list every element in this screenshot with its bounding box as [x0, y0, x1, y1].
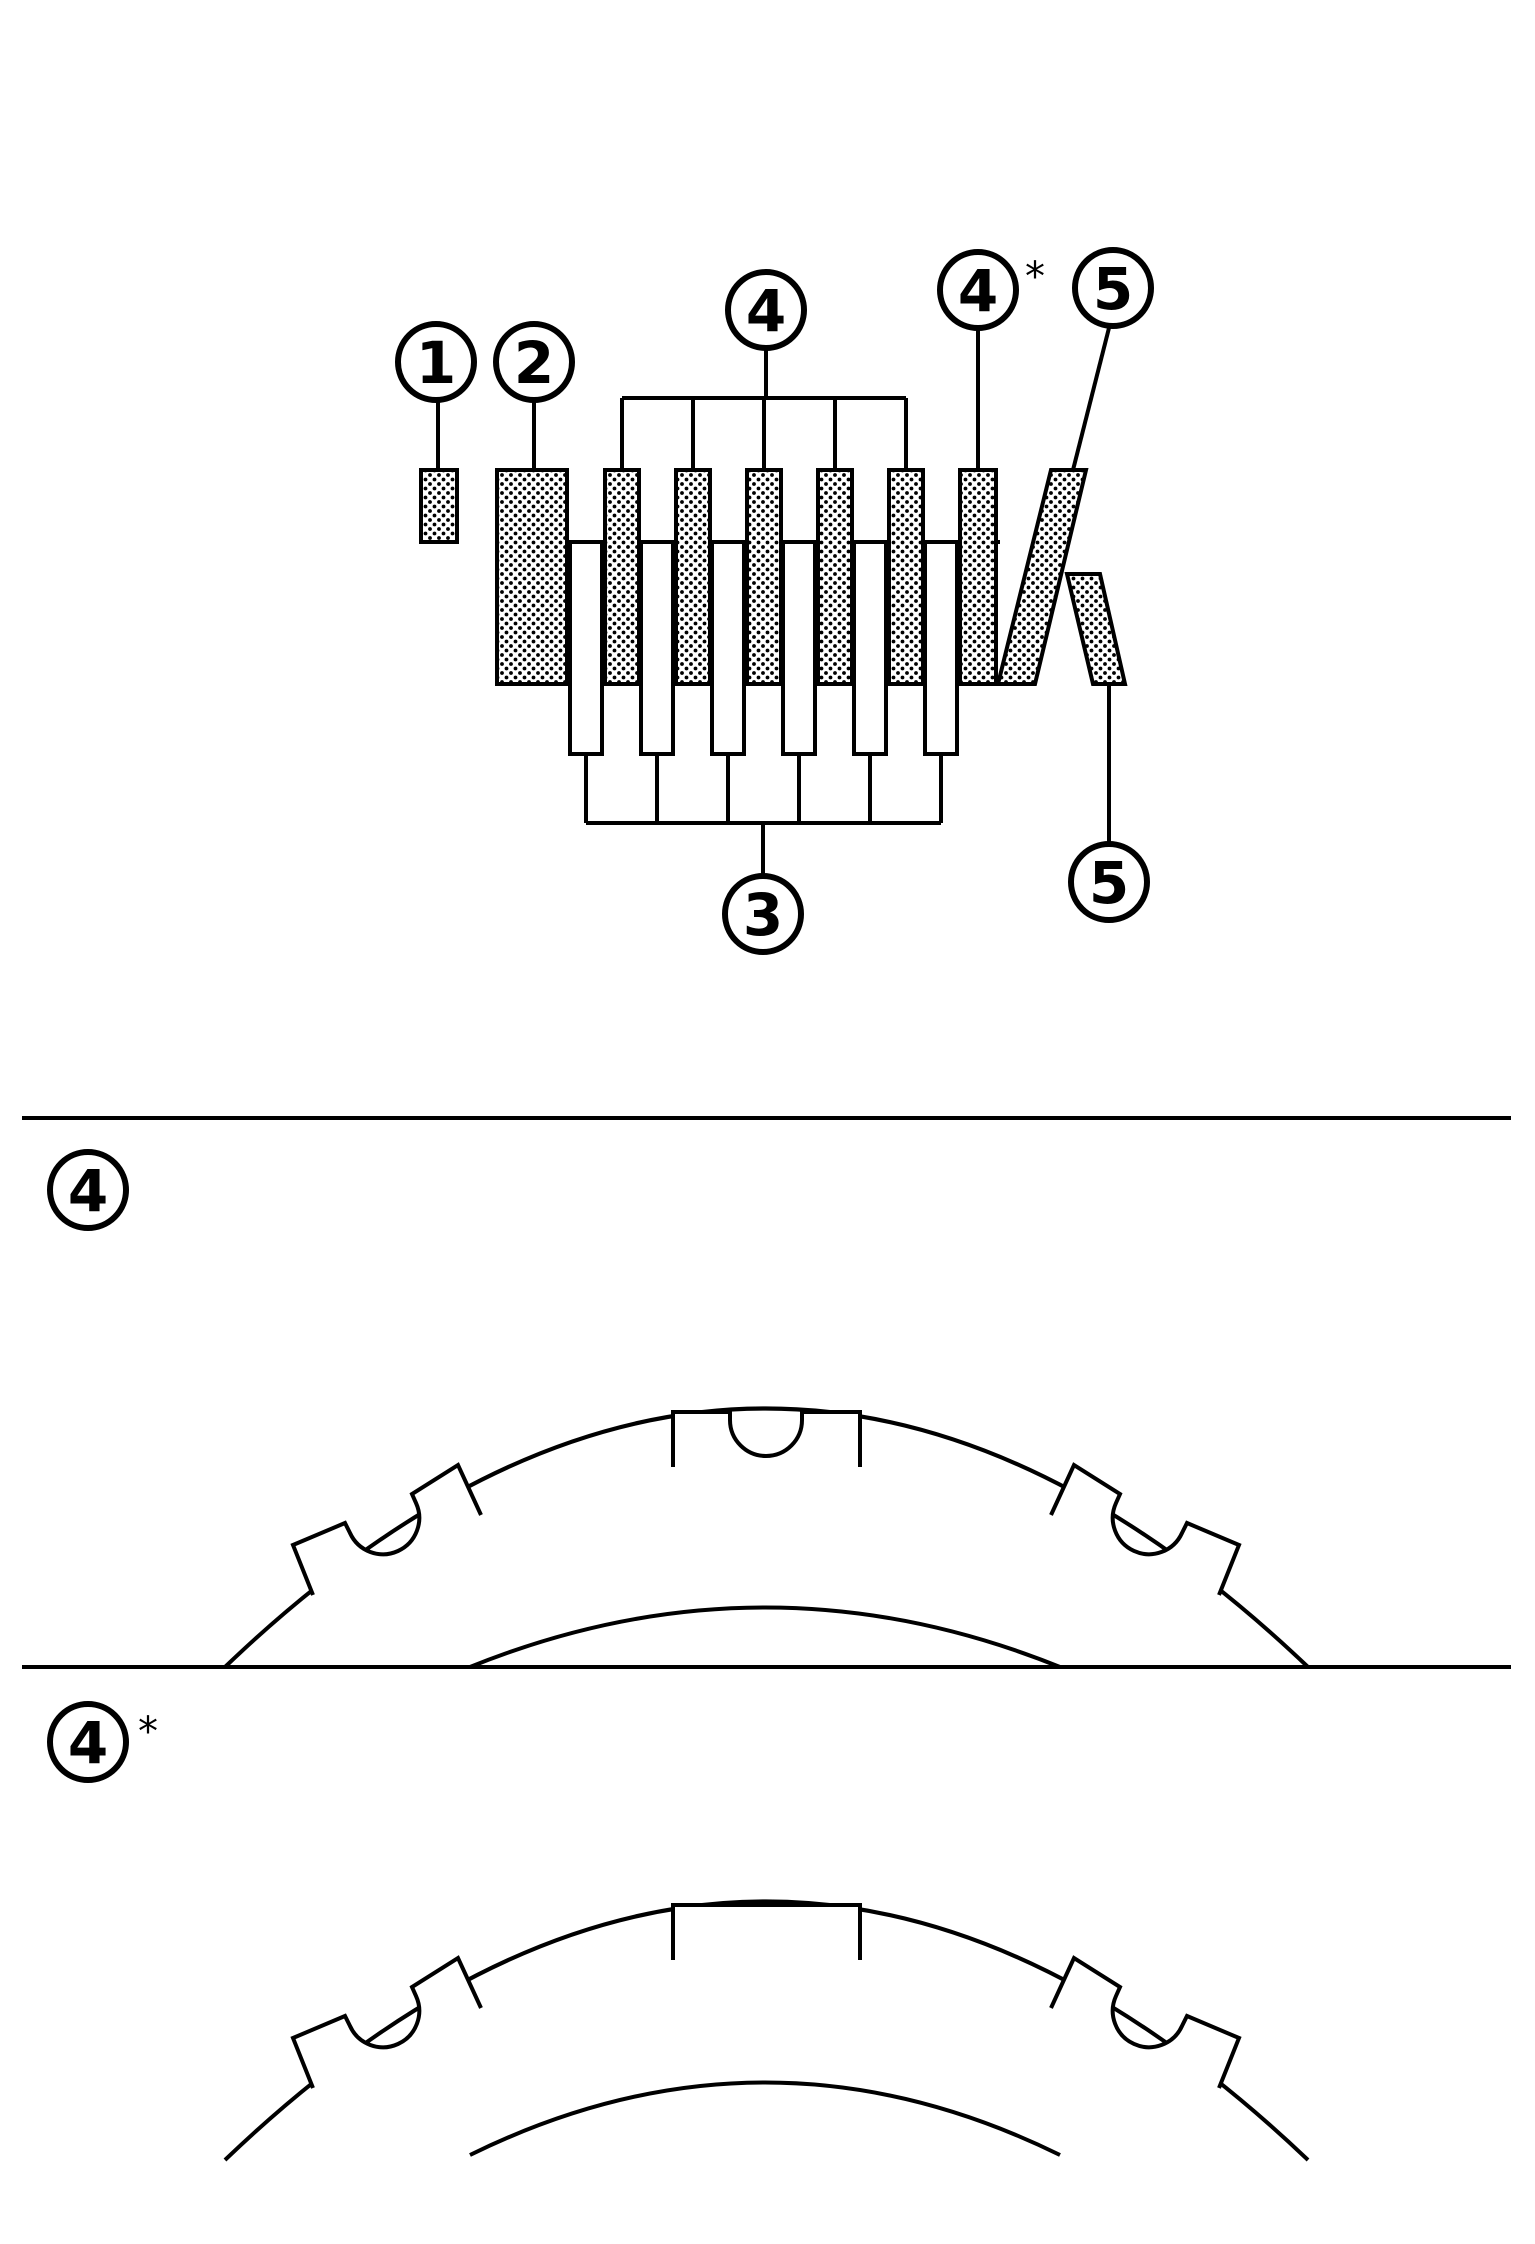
callout-5-lower: 5: [1068, 841, 1150, 923]
callout-1: 1: [395, 321, 477, 403]
friction-plate-star: [958, 468, 998, 686]
plate-star-outer-arc: [223, 1899, 1310, 2162]
steel-plate: [568, 540, 604, 756]
clutch-pack-section: 1 2 4 4 * 5 5 3: [395, 247, 1154, 955]
callout-5-upper: 5: [1072, 247, 1154, 329]
plate-star-inner-arc: [469, 2080, 1061, 2157]
plate-tab-top: [671, 1410, 862, 1467]
leader-lines: [436, 323, 1112, 878]
steel-plate: [923, 540, 959, 756]
callout-2-label: 2: [514, 329, 554, 397]
callout-4: 4: [725, 269, 807, 351]
plate-tab-right: [1049, 1462, 1242, 1596]
callout-3-label: 3: [743, 881, 783, 949]
plate-outer-arc: [223, 1406, 1310, 1669]
callout-4-star-label: 4: [958, 257, 998, 325]
steel-plate: [781, 540, 817, 756]
plate-star-tab-left: [290, 1955, 483, 2089]
plate-star-detail-mark: *: [138, 1709, 158, 1755]
retaining-ring: [419, 468, 459, 544]
plate-star-tab-top: [671, 1903, 862, 1960]
callout-4-star: 4 *: [937, 249, 1045, 331]
friction-plate: [816, 468, 854, 686]
plate-tab-left: [290, 1462, 483, 1596]
plate-star-detail-label: 4 *: [47, 1701, 158, 1783]
callout-3: 3: [722, 873, 804, 955]
plate-star-tab-right: [1049, 1955, 1242, 2089]
callout-4-label: 4: [746, 277, 786, 345]
callout-5-upper-label: 5: [1093, 255, 1133, 323]
callout-5-lower-label: 5: [1089, 849, 1129, 917]
friction-plate: [887, 468, 925, 686]
steel-plate: [710, 540, 746, 756]
retaining-plate: [495, 468, 569, 686]
steel-plate: [852, 540, 888, 756]
callout-2: 2: [493, 321, 575, 403]
friction-plate: [674, 468, 712, 686]
friction-plate: [603, 468, 641, 686]
plate-star-detail-label-text: 4: [68, 1709, 108, 1777]
plate-detail-label: 4: [47, 1149, 129, 1231]
plate-star-detail-section: 4 *: [47, 1701, 1310, 2162]
friction-plate: [745, 468, 783, 686]
dish-plate-lower: [1064, 572, 1128, 686]
callout-4-star-mark: *: [1025, 254, 1045, 300]
friction-plates: [603, 468, 925, 686]
callout-1-label: 1: [416, 329, 456, 397]
steel-plate: [639, 540, 675, 756]
plate-detail-label-text: 4: [68, 1157, 108, 1225]
plate-detail-section: 4: [47, 1149, 1310, 1669]
plate-inner-arc: [469, 1605, 1061, 1669]
